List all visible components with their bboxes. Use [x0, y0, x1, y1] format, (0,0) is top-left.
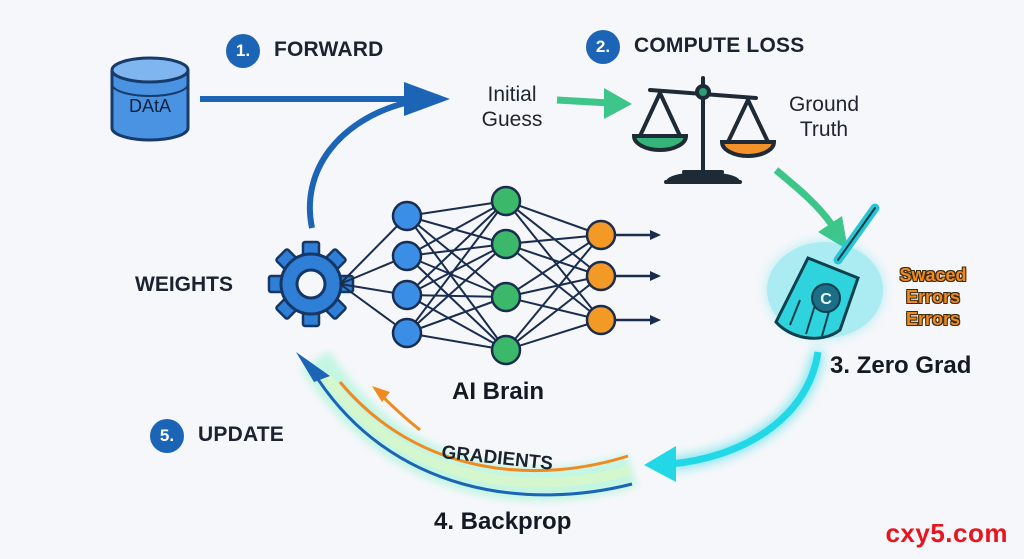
database-icon — [110, 56, 190, 142]
network-edge — [505, 234, 602, 298]
network-edge — [406, 332, 507, 351]
errors-line-2: Errors — [905, 287, 961, 307]
loss-to-zero-arrow — [773, 167, 835, 228]
weights-connector — [339, 215, 408, 285]
forward-arrowhead — [404, 82, 450, 116]
network-edge — [406, 255, 507, 351]
guess-to-loss-arrowhead — [604, 88, 632, 119]
network-edge — [406, 200, 507, 257]
initial-guess-label: Initial Guess — [466, 82, 558, 132]
network-edge — [406, 200, 507, 334]
network-node — [490, 185, 522, 217]
network-edge — [505, 319, 602, 351]
network-node — [490, 281, 522, 313]
forward-title: FORWARD — [274, 38, 384, 61]
network-node — [391, 317, 423, 349]
weights-label: WEIGHTS — [135, 273, 233, 296]
update-title: UPDATE — [198, 423, 284, 446]
loss-to-zero-arrowhead — [818, 216, 848, 250]
network-edge — [406, 294, 507, 298]
network-edge — [406, 243, 507, 296]
network-edge — [406, 255, 507, 298]
weights-to-guess-arrow — [306, 100, 406, 229]
network-node — [391, 279, 423, 311]
data-label: DAtA — [129, 96, 171, 116]
initial-guess-line-1: Initial — [487, 83, 537, 106]
network-edge — [406, 200, 507, 217]
network-edge — [505, 234, 602, 351]
update-arrowhead — [296, 352, 330, 382]
errors-line-1: Swaced — [899, 265, 967, 285]
gradient-band-core — [321, 373, 632, 488]
network-node — [391, 240, 423, 272]
ground-truth-line-2: Truth — [799, 118, 849, 141]
gradient-small-arrowhead — [372, 386, 390, 402]
watermark: cxy5.com — [885, 518, 1008, 548]
network-edge — [406, 200, 507, 296]
gradient-band-inner — [338, 381, 629, 473]
network-output-arrows — [615, 230, 661, 325]
network-edge — [505, 243, 602, 321]
errors-line-3: Errors — [905, 309, 961, 329]
errors-label: Swaced Errors Errors — [878, 264, 988, 330]
ground-truth-line-1: Ground — [788, 93, 860, 116]
network-edge — [406, 294, 507, 351]
network-edge — [505, 275, 602, 298]
network-node — [490, 228, 522, 260]
guess-to-loss-arrow — [556, 96, 611, 107]
compute-loss-title: COMPUTE LOSS — [634, 34, 805, 57]
svg-text:C: C — [820, 291, 832, 308]
network-node — [585, 304, 617, 336]
zero-grad-title: 3. Zero Grad — [830, 352, 972, 379]
network-edges — [339, 200, 602, 351]
network-edge — [406, 243, 507, 257]
zero-to-backprop-arrowhead — [644, 446, 676, 482]
network-edge — [505, 200, 602, 236]
network-node — [490, 334, 522, 366]
network-edge — [406, 243, 507, 334]
ai-brain-label: AI Brain — [452, 378, 545, 405]
zero-to-backprop-arrow — [669, 351, 822, 468]
step-2-badge: 2. — [586, 30, 620, 64]
network-edge — [505, 234, 602, 245]
network-edge — [505, 275, 602, 351]
broom-icon: C — [767, 203, 883, 340]
network-edge — [406, 215, 507, 298]
network-edge — [406, 296, 507, 334]
network-node — [585, 219, 617, 251]
gear-icon — [267, 240, 355, 328]
network-nodes — [391, 185, 617, 366]
gradient-band-outer — [310, 369, 633, 497]
network-edge — [406, 215, 507, 245]
ground-truth-label: Ground Truth — [774, 92, 874, 142]
network-edge — [505, 296, 602, 321]
network-node — [585, 260, 617, 292]
step-1-badge: 1. — [226, 34, 260, 68]
network-edge — [505, 243, 602, 277]
initial-guess-line-2: Guess — [481, 108, 543, 131]
balance-scale-icon — [631, 76, 777, 184]
network-edge — [406, 215, 507, 351]
step-5-badge: 5. — [150, 419, 184, 453]
network-node — [391, 200, 423, 232]
backprop-title: 4. Backprop — [434, 508, 572, 535]
